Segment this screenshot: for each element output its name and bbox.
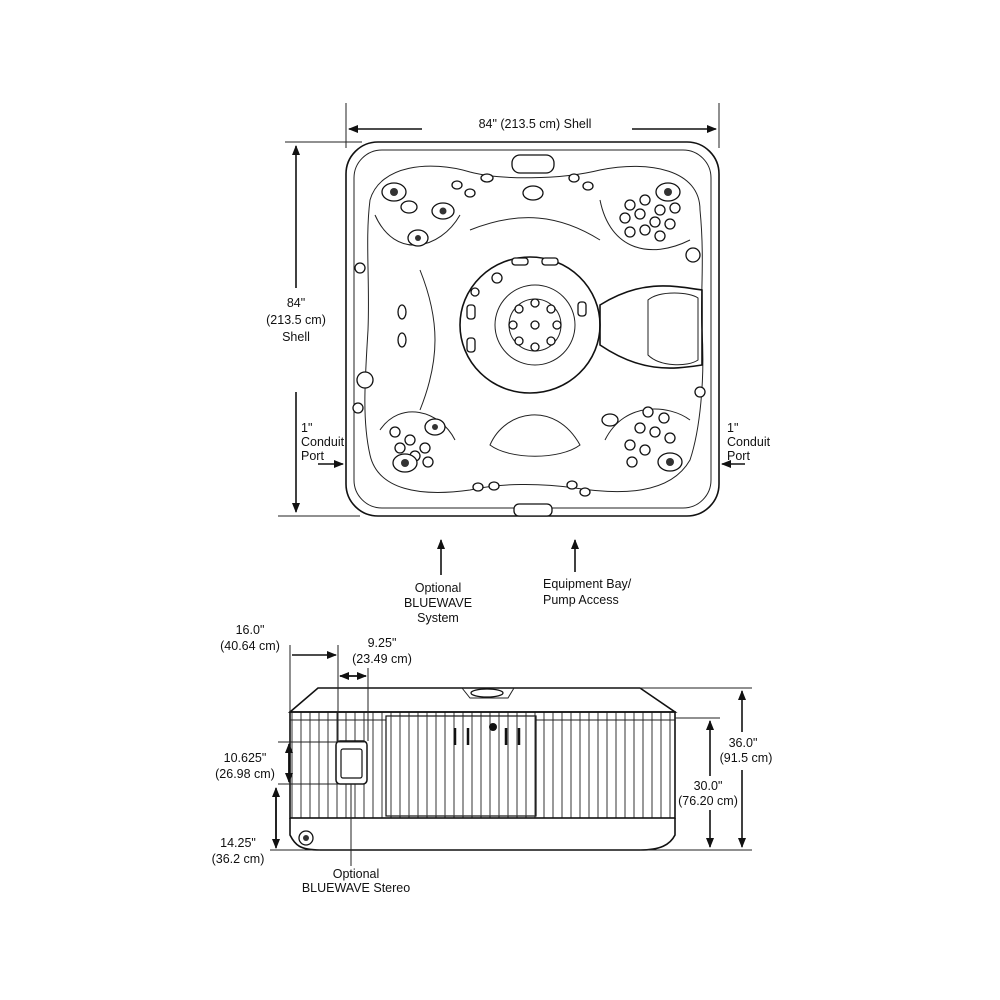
- dim-16-1: 16.0": [236, 623, 265, 637]
- top-pillow: [511, 154, 555, 174]
- side-pillow: [461, 687, 515, 699]
- dim-30-1: 30.0": [694, 779, 723, 793]
- footwell-outer: [459, 256, 601, 394]
- jets-top-left: [381, 180, 476, 247]
- top-view: 84" (213.5 cm) Shell 84" (213.5 cm) Shel…: [266, 103, 771, 625]
- fitting-left-mid: [356, 371, 374, 389]
- dim-36-2: (91.5 cm): [720, 751, 773, 765]
- bluewave-system-2: BLUEWAVE: [404, 596, 472, 610]
- jets-top-right: [568, 173, 681, 242]
- bluewave-stereo-screen: [340, 748, 363, 779]
- height-label-3: Shell: [282, 330, 310, 344]
- equipment-door-slats: [386, 716, 536, 816]
- seat-contour-top: [469, 217, 601, 241]
- door-latch: [489, 723, 497, 731]
- equipment-bay-2: Pump Access: [543, 593, 619, 607]
- footwell-inner: [494, 284, 576, 366]
- lounger-seat: [647, 292, 699, 366]
- conduit-left-1: 1": [301, 421, 312, 435]
- jets-bottom-left: [389, 418, 500, 492]
- equipment-bay-1: Equipment Bay/: [543, 577, 632, 591]
- bottom-control-panel: [513, 503, 553, 517]
- side-view: 16.0" (40.64 cm) 9.25" (23.49 cm) 10.625…: [212, 623, 773, 895]
- conduit-left-2: Conduit: [301, 435, 345, 449]
- conduit-right-3: Port: [727, 449, 750, 463]
- height-label-2: (213.5 cm): [266, 313, 326, 327]
- basin-contour: [364, 165, 704, 493]
- door-vents: [453, 728, 521, 745]
- cooldown-seat: [489, 414, 581, 457]
- side-base: [289, 818, 676, 851]
- side-pillow-inner: [470, 688, 504, 698]
- fitting-left-low: [352, 402, 364, 414]
- width-label: 84" (213.5 cm) Shell: [479, 117, 592, 131]
- stereo-label-1: Optional: [333, 867, 380, 881]
- dim-1425-2: (36.2 cm): [212, 852, 265, 866]
- dim-36-1: 36.0": [729, 736, 758, 750]
- bluewave-system-3: System: [417, 611, 459, 625]
- seat-contour-left: [419, 269, 436, 411]
- jets-left-side: [397, 304, 407, 348]
- fitting-left-top: [354, 262, 366, 274]
- dim-10625-2: (26.98 cm): [215, 767, 275, 781]
- dim-16-2: (40.64 cm): [220, 639, 280, 653]
- bluewave-system-1: Optional: [415, 581, 462, 595]
- dim-10625-1: 10.625": [224, 751, 267, 765]
- lounger-shell: [599, 285, 703, 369]
- conduit-left-3: Port: [301, 449, 324, 463]
- seat-contour-tr: [599, 199, 691, 251]
- dim-30-2: (76.20 cm): [678, 794, 738, 808]
- height-label-1: 84": [287, 296, 305, 310]
- jets-footwell: [466, 257, 587, 353]
- stereo-label-2: BLUEWAVE Stereo: [302, 881, 410, 895]
- fitting-right-low: [694, 386, 706, 398]
- dim-925-2: (23.49 cm): [352, 652, 412, 666]
- fitting-right-top: [685, 247, 701, 263]
- jet-top-center: [522, 185, 544, 201]
- jet-top-small-a: [480, 173, 494, 183]
- jets-bottom-right: [566, 406, 683, 497]
- dim-925-1: 9.25": [368, 636, 397, 650]
- conduit-right-2: Conduit: [727, 435, 771, 449]
- conduit-right-1: 1": [727, 421, 738, 435]
- dim-1425-1: 14.25": [220, 836, 256, 850]
- seat-contour-bl: [379, 411, 456, 441]
